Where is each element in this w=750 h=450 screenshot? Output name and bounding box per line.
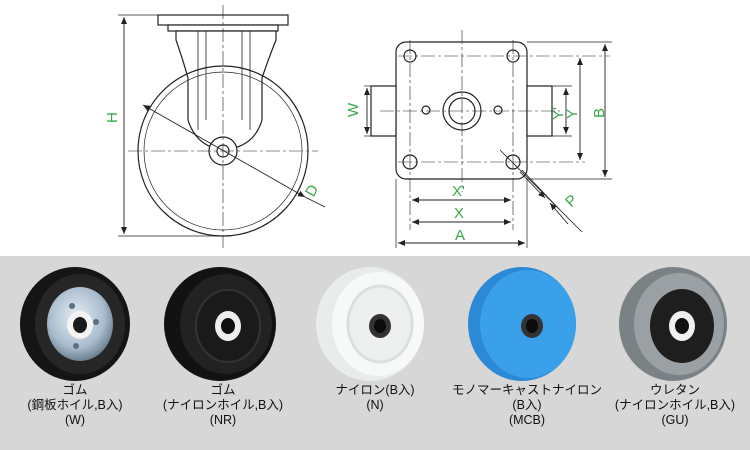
b-label: B [591, 108, 608, 118]
wheel-caption-line2: (ナイロンホイル,B入) [614, 398, 736, 412]
diameter-line [142, 104, 306, 198]
caster-technical-drawing: H D [104, 5, 612, 248]
y-label: Y [564, 109, 581, 119]
wheel-option-w[interactable]: ゴム (鋼板ホイル,B入) (W) [0, 256, 150, 450]
wheel-caption-line1: モノマーキャストナイロン [452, 383, 603, 397]
a-label: A [455, 227, 465, 244]
wheel-caption-line2: (B入) [512, 398, 542, 412]
y-prime-label: Y' [550, 107, 567, 120]
rubber-steel-wheel-image [20, 267, 130, 381]
wheel-type-gallery: ゴム (鋼板ホイル,B入) (W) ゴム (ナイロンホイル,B入) (NR) [0, 256, 750, 450]
wheel-caption-code: (MCB) [508, 413, 546, 427]
wheel-option-mcb[interactable]: モノマーキャストナイロン (B入) (MCB) [452, 256, 602, 450]
wheel-option-nr[interactable]: ゴム (ナイロンホイル,B入) (NR) [148, 256, 298, 450]
urethane-wheel-image [619, 267, 727, 381]
width-label: W [345, 102, 362, 117]
wheel-caption-code: (GU) [661, 413, 689, 427]
wheel-caption-line1: ゴム [62, 383, 88, 397]
wheel-caption-code: (N) [366, 398, 384, 412]
top-view [364, 30, 612, 248]
wheel-caption-line1: ウレタン [649, 383, 700, 397]
wheel-caption-line1: ナイロン(B入) [335, 383, 415, 397]
fork-inner [197, 31, 251, 130]
wheel-option-n[interactable]: ナイロン(B入) (N) [300, 256, 450, 450]
wheel-caption-code: (NR) [209, 413, 237, 427]
wheel-option-gu[interactable]: ウレタン (ナイロンホイル,B入) (GU) [600, 256, 750, 450]
wheel-caption-line2: (鋼板ホイル,B入) [27, 398, 123, 412]
height-label: H [104, 112, 121, 123]
rubber-nylon-wheel-image [164, 267, 276, 381]
p-label: P [562, 192, 581, 211]
wheel-caption-line1: ゴム [210, 383, 236, 397]
wheel-caption-line2: (ナイロンホイル,B入) [162, 398, 284, 412]
x-prime-label: X' [452, 183, 465, 200]
wheel-caption-code: (W) [64, 413, 86, 427]
cast-nylon-wheel-image [468, 267, 576, 381]
side-view [118, 5, 326, 248]
x-label: X [454, 205, 464, 222]
nylon-wheel-image [316, 267, 424, 381]
